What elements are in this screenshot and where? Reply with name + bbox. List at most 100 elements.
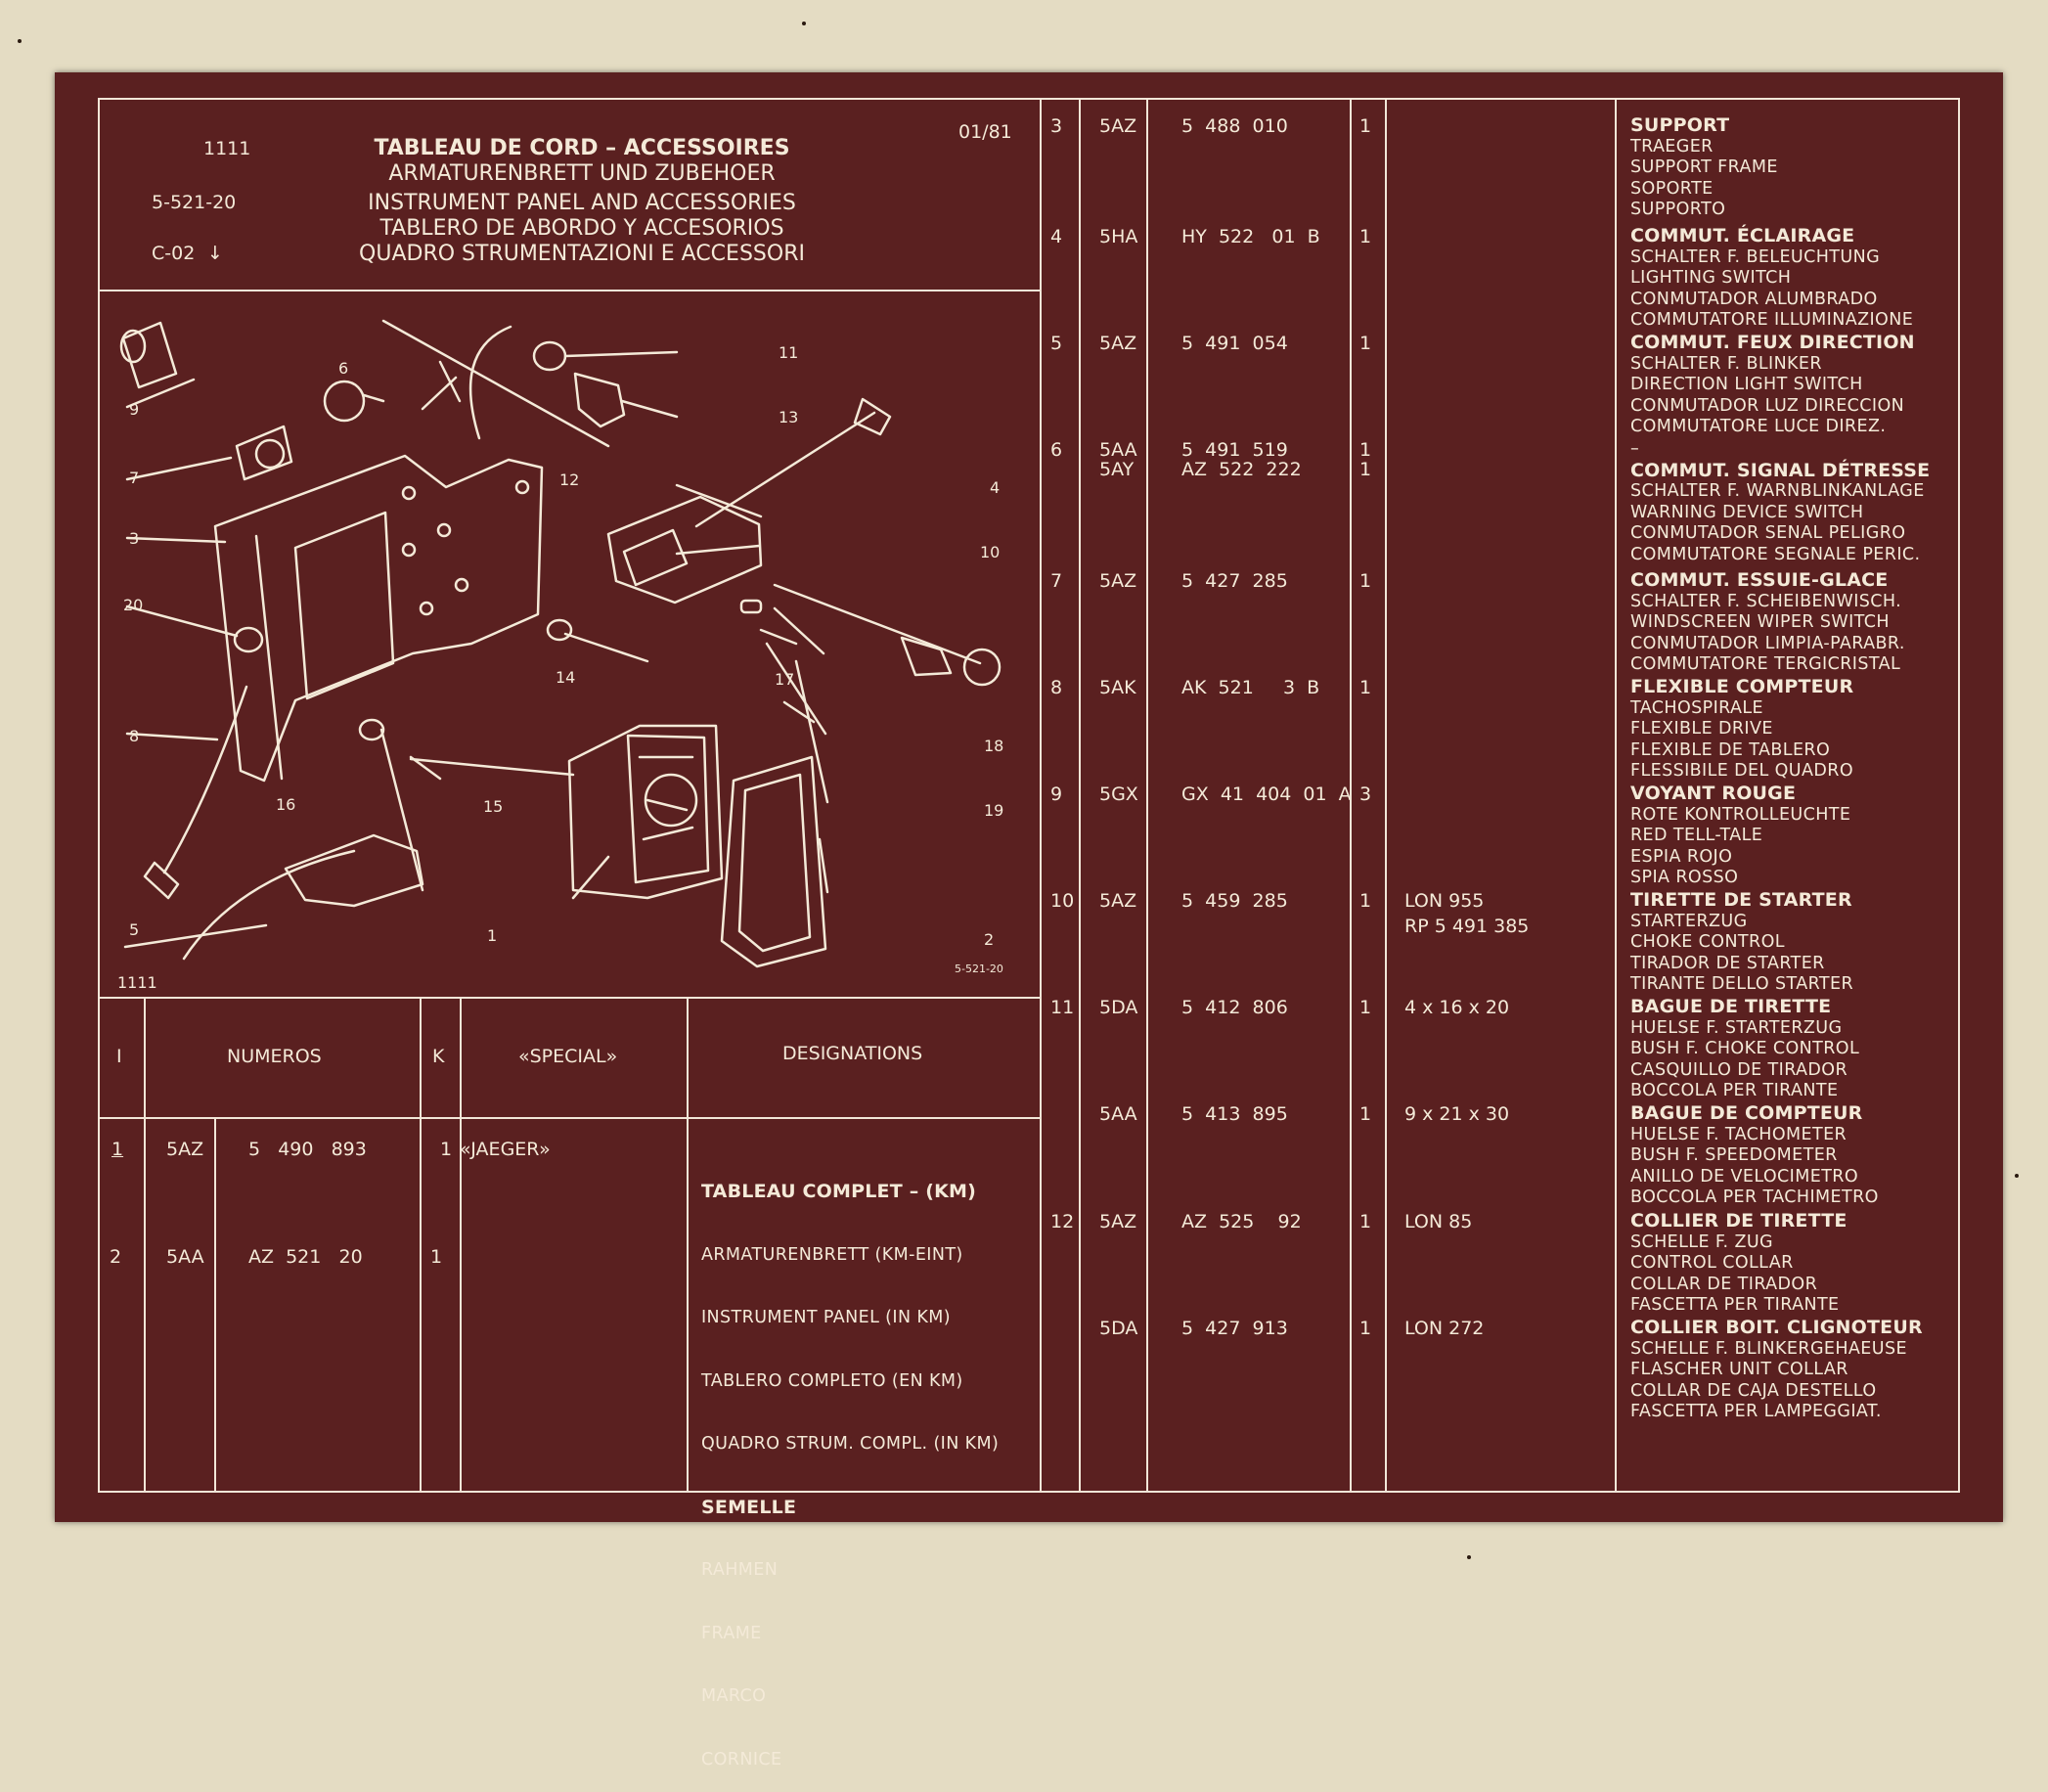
row-1-code: 5AZ [166,1139,204,1160]
part-code: 5AA [1099,439,1137,461]
designation-line: CONMUTADOR SENAL PELIGRO [1630,523,1906,543]
part-code: 5AZ [1099,570,1137,592]
part-special: RP 5 491 385 [1404,916,1530,937]
callout-16: 16 [276,795,295,814]
designation-line: SUPPORTO [1630,200,1726,219]
doc-ref: 5-521-20 [152,192,237,213]
designation-line: SCHALTER F. BELEUCHTUNG [1630,246,1881,267]
part-code: 5DA [1099,1318,1138,1339]
part-qty: 1 [1359,439,1372,461]
left-col-numbers [214,1117,216,1493]
designation-line: RED TELL-TALE [1630,826,1763,845]
designation-line: TACHOSPIRALE [1630,697,1763,718]
table-header-rule [98,1117,1042,1119]
part-index: 11 [1050,997,1075,1018]
figure-ref: 5-521-20 [955,963,1003,975]
designation-line: FLESSIBILE DEL QUADRO [1630,761,1853,781]
callout-8: 8 [129,727,139,745]
part-special: LON 955 [1404,890,1485,912]
part-qty: 1 [1359,1103,1372,1125]
designation-heading: FLEXIBLE COMPTEUR [1630,676,1854,697]
designation-line: SCHALTER F. SCHEIBENWISCH. [1630,591,1902,611]
col-header-special: «SPECIAL» [518,1046,618,1067]
part-number: AZ 522 222 [1181,459,1302,480]
part-number: 5 488 010 [1181,115,1288,137]
row-1-desc-en: INSTRUMENT PANEL (IN KM) [701,1308,952,1327]
designation-line: CONMUTADOR LUZ DIRECCION [1630,395,1905,416]
callout-4: 4 [990,478,1000,497]
callout-11: 11 [779,343,798,362]
column-divider-number [1350,98,1352,1493]
part-index: 3 [1050,115,1063,137]
left-col-k [420,997,422,1493]
part-qty: 1 [1359,677,1372,698]
designation-line: BUSH F. SPEEDOMETER [1630,1145,1838,1165]
designation-line: COLLAR DE CAJA DESTELLO [1630,1380,1877,1401]
part-number: AK 521 3 B [1181,677,1320,698]
part-number: 5 427 913 [1181,1318,1288,1339]
row-1-desc-fr: TABLEAU COMPLET – (KM) [701,1181,977,1202]
callout-14: 14 [556,668,575,687]
designation-line: FLEXIBLE DRIVE [1630,719,1773,739]
designation-line: TIRADOR DE STARTER [1630,953,1825,973]
part-qty: 1 [1359,570,1372,592]
col-header-index: I [116,1046,122,1067]
part-code: 5AA [1099,1103,1137,1125]
part-code: 5AZ [1099,1211,1137,1232]
designation-heading: COLLIER BOIT. CLIGNOTEUR [1630,1317,1923,1338]
part-number: 5 491 519 [1181,439,1288,461]
row-1-desc-es: TABLERO COMPLETO (EN KM) [701,1370,963,1391]
callout-9: 9 [129,400,139,419]
designation-heading: COMMUT. ESSUIE-GLACE [1630,569,1889,591]
microfiche-frame [55,72,2003,1522]
designation-line: HUELSE F. STARTERZUG [1630,1017,1843,1038]
designation-line: SCHALTER F. WARNBLINKANLAGE [1630,481,1925,501]
part-special: 4 x 16 x 20 [1404,997,1510,1018]
title-es: TABLERO DE ABORDO Y ACCESORIOS [379,216,784,241]
dust-speck [1467,1555,1471,1559]
designation-line: BUSH F. CHOKE CONTROL [1630,1039,1860,1058]
designation-line: DIRECTION LIGHT SWITCH [1630,375,1863,394]
column-divider-main-2 [1079,98,1081,1493]
callout-17: 17 [775,670,794,689]
row-1-desc-de: ARMATURENBRETT (KM-EINT) [701,1244,963,1265]
part-qty: 1 [1359,997,1372,1018]
row-2-desc-es: MARCO [701,1686,767,1706]
row-2-code: 5AA [166,1246,204,1268]
callout-6: 6 [338,359,348,378]
col-header-k: K [432,1046,445,1067]
designation-line: WARNING DEVICE SWITCH [1630,502,1864,522]
callout-7: 7 [129,469,139,487]
column-divider-k [1385,98,1387,1493]
part-qty: 3 [1359,784,1372,805]
group-code: 1111 [203,138,251,159]
row-1-designation: TABLEAU COMPLET – (KM) ARMATURENBRETT (K… [701,1140,999,1792]
part-code: 5AK [1099,677,1136,698]
callout-2: 2 [984,930,994,949]
designation-line: CONMUTADOR ALUMBRADO [1630,289,1878,309]
diagram-bottom-rule [98,997,1042,999]
page-ref: C-02 [152,243,196,264]
part-index: 8 [1050,677,1063,698]
designation-line: COLLAR DE TIRADOR [1630,1274,1818,1294]
exploded-parts-diagram: 9 6 7 3 20 8 16 5 11 13 12 4 10 14 17 18… [117,319,1003,992]
part-code: 5GX [1099,784,1138,805]
left-col-index [144,997,146,1493]
part-index: 6 [1050,439,1063,461]
callout-1: 1 [487,926,497,945]
title-en: INSTRUMENT PANEL AND ACCESSORIES [368,191,796,215]
designation-line: LIGHTING SWITCH [1630,268,1792,288]
dust-speck [18,39,22,43]
part-code: 5AZ [1099,333,1137,354]
part-code: 5DA [1099,997,1138,1018]
callout-10: 10 [980,543,1000,561]
row-1-k: 1 [440,1139,453,1160]
designation-line: SCHALTER F. BLINKER [1630,353,1822,374]
designation-line: HUELSE F. TACHOMETER [1630,1124,1848,1144]
designation-heading: COLLIER DE TIRETTE [1630,1210,1848,1232]
part-code: 5AY [1099,459,1135,480]
